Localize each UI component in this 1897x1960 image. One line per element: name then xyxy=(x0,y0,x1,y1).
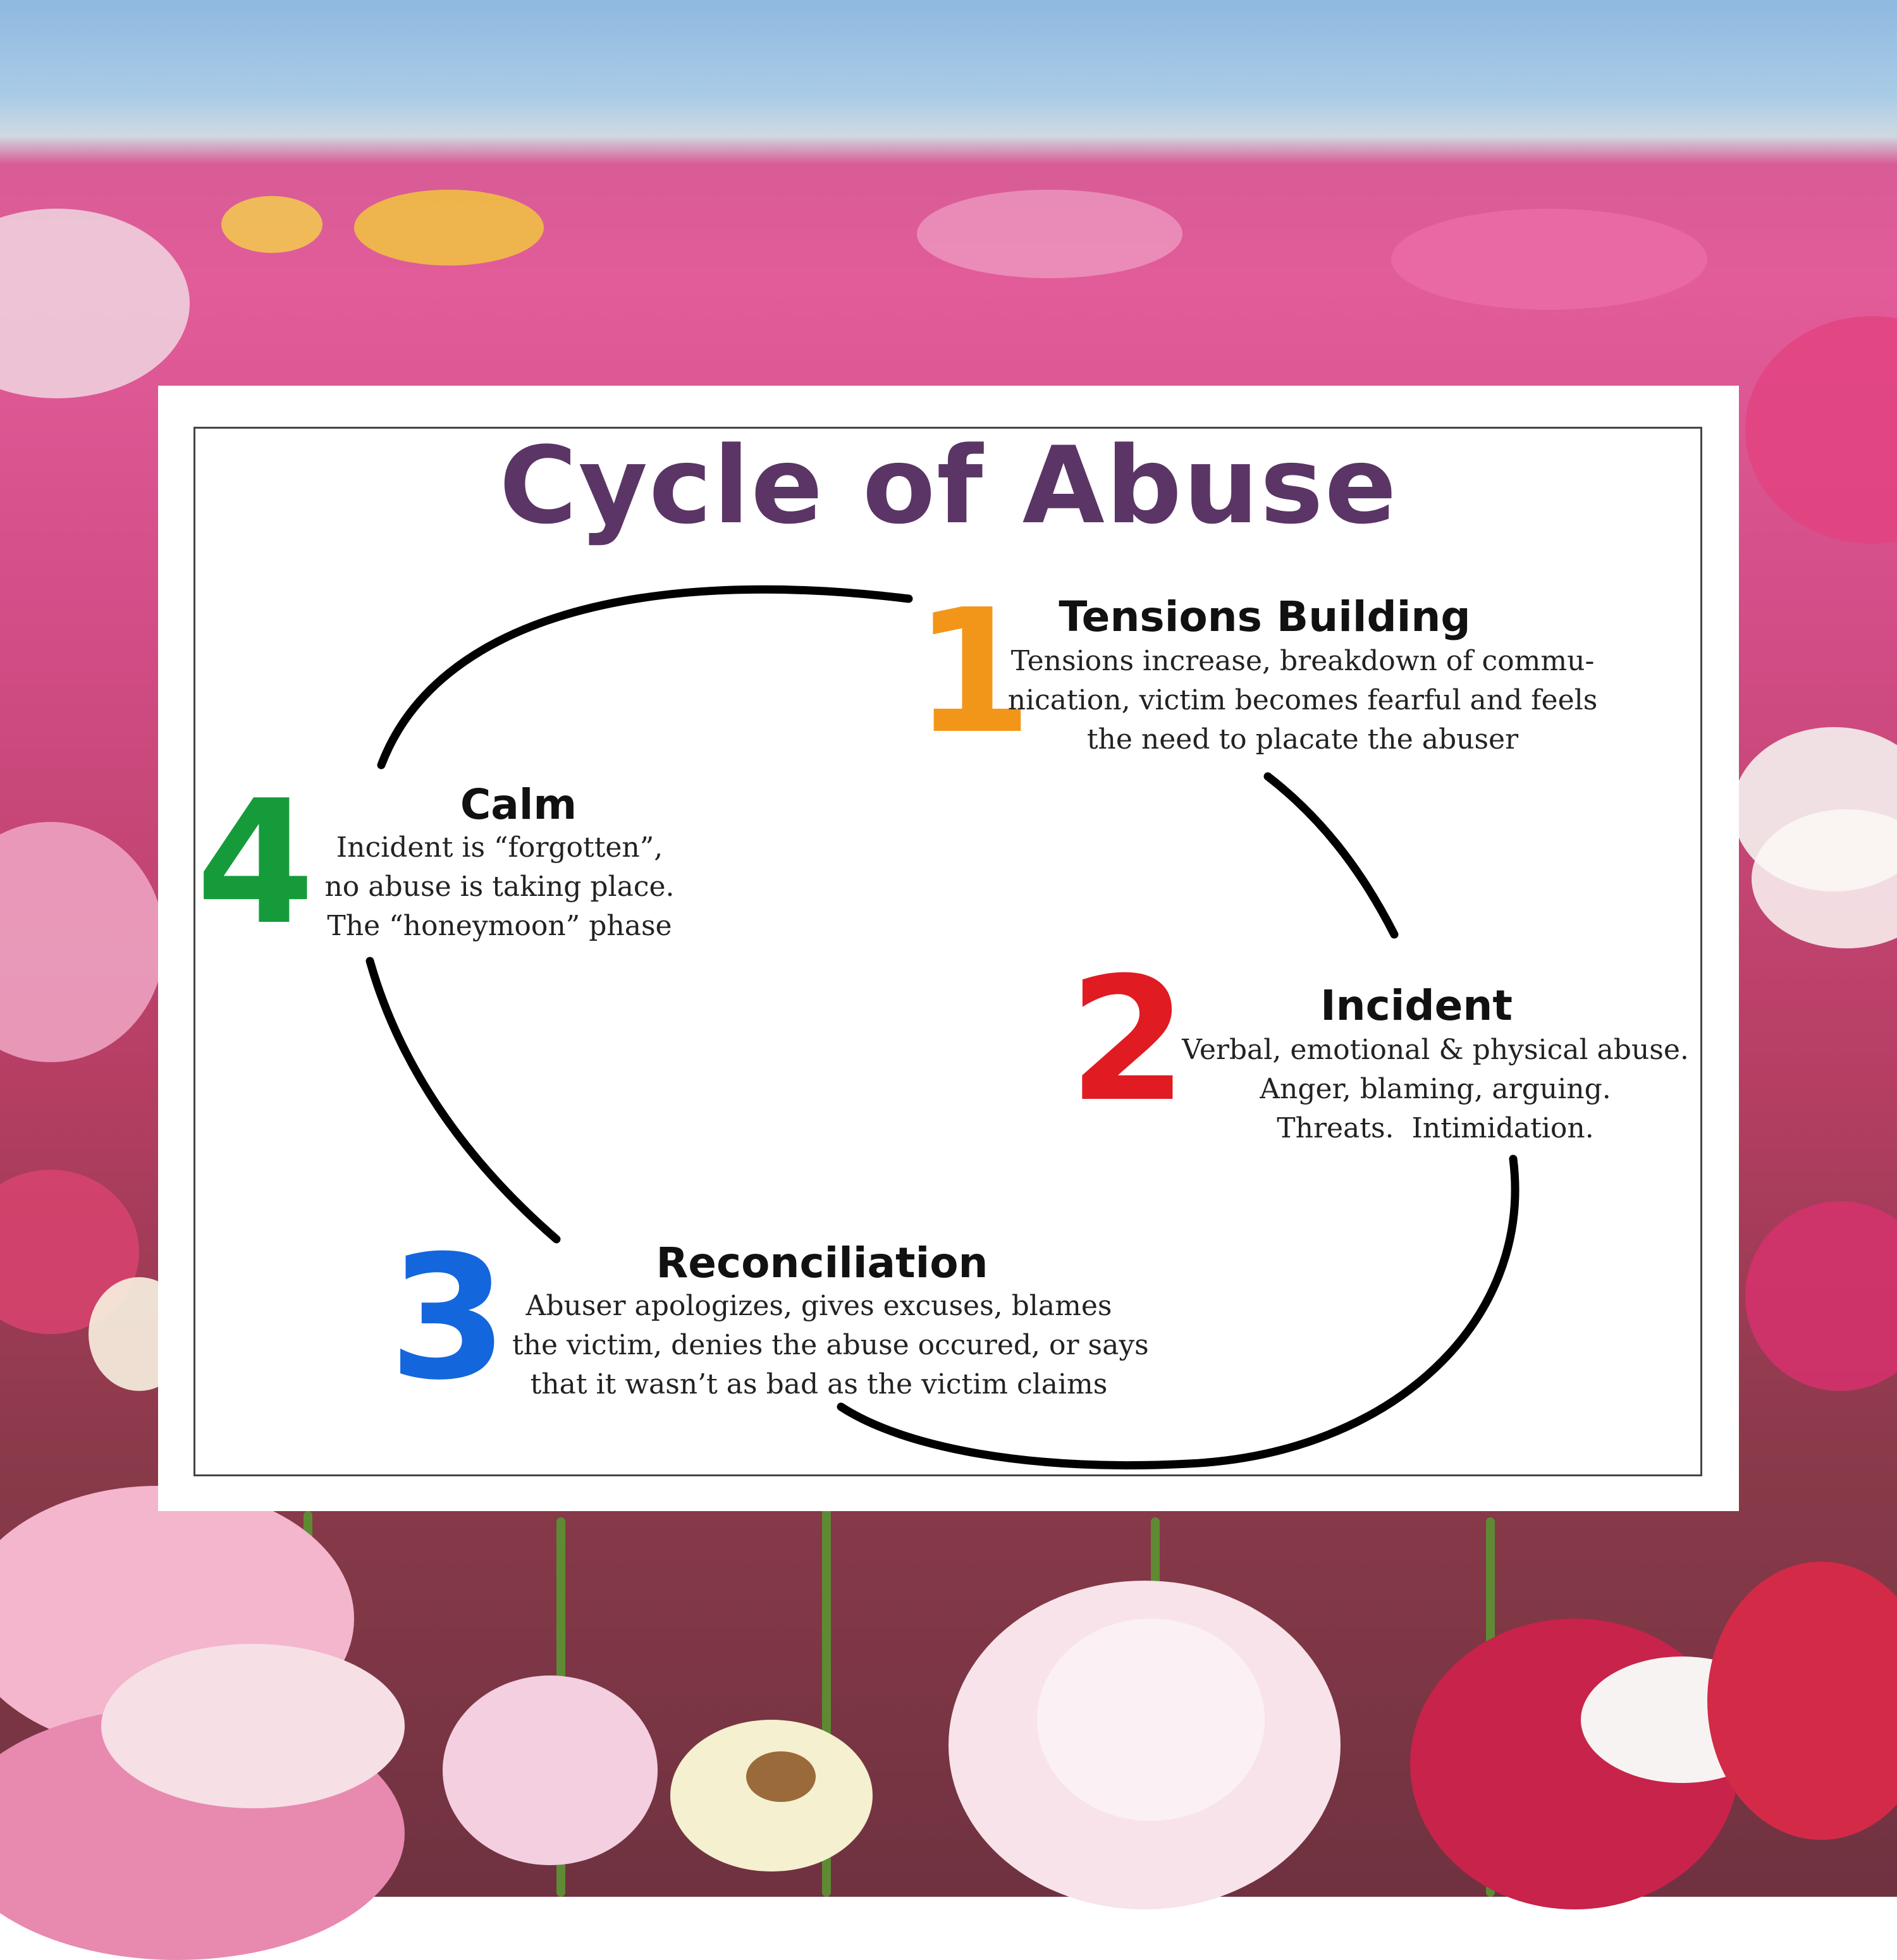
phase-2-number: 2 xyxy=(1069,940,1188,1139)
phase-1-line: the need to placate the abuser xyxy=(1086,723,1519,756)
card-border xyxy=(193,427,1702,1476)
phase-2-line: Threats. Intimidation. xyxy=(1277,1112,1594,1144)
phase-2-heading: Incident xyxy=(1320,981,1513,1030)
phase-2-description: Verbal, emotional & physical abuse. Ange… xyxy=(1176,1031,1695,1148)
phase-4-line: no abuse is taking place. xyxy=(324,871,675,903)
page-title: Cycle of Abuse xyxy=(499,424,1398,548)
phase-3-line: the victim, denies the abuse occured, or… xyxy=(512,1329,1149,1361)
phase-1-heading: Tensions Building xyxy=(1059,592,1471,641)
phase-4-number: 4 xyxy=(196,763,315,962)
phase-3-line: Abuser apologizes, gives excuses, blames xyxy=(525,1290,1112,1322)
phase-4-heading: Calm xyxy=(460,780,577,829)
arc-tensions-to-incident xyxy=(1263,772,1399,939)
phase-3-line: that it wasn’t as bad as the victim clai… xyxy=(530,1368,1108,1400)
phase-3-description: Abuser apologizes, gives excuses, blames… xyxy=(512,1287,1149,1404)
phase-3-heading: Reconciliation xyxy=(656,1239,988,1287)
phase-4-description: Incident is “forgotten”, no abuse is tak… xyxy=(310,828,689,946)
phase-1-number: 1 xyxy=(914,572,1033,771)
phase-3-number: 3 xyxy=(389,1218,508,1418)
cycle-arrows xyxy=(365,585,1519,1470)
phase-2-line: Verbal, emotional & physical abuse. xyxy=(1182,1034,1689,1066)
cycle-of-abuse-card: Cycle of Abuse 1 Tensions Building Tensi… xyxy=(158,386,1739,1511)
phase-2-line: Anger, blaming, arguing. xyxy=(1260,1073,1611,1105)
phase-1-description: Tensions increase, breakdown of commu- n… xyxy=(999,642,1606,759)
arc-calm-to-tensions xyxy=(377,585,913,769)
phase-1-line: nication, victim becomes fearful and fee… xyxy=(1007,684,1598,716)
phase-4-line: The “honeymoon” phase xyxy=(327,910,672,942)
arc-reconciliation-to-calm xyxy=(365,957,561,1244)
arc-incident-to-reconciliation xyxy=(837,1155,1519,1470)
phase-1-line: Tensions increase, breakdown of commu- xyxy=(1010,645,1595,677)
phase-4-line: Incident is “forgotten”, xyxy=(336,831,663,864)
